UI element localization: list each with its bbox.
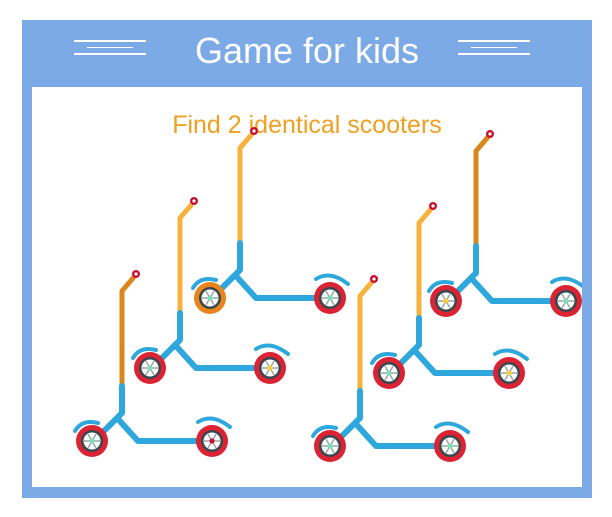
stem [119,275,136,409]
scooter-4[interactable] [427,130,582,317]
front-fender [314,273,350,286]
stem [177,202,194,336]
scooter-1[interactable] [191,127,350,314]
front-wheel [434,430,466,462]
back-wheel [373,357,405,389]
back-fender [131,347,158,360]
scooter-6[interactable] [311,275,470,462]
header-decoration-left [74,40,146,60]
front-wheel [550,285,582,317]
back-wheel [76,425,108,457]
scooter-2[interactable] [131,197,290,384]
stem [237,132,254,266]
back-wheel [314,430,346,462]
back-fender [311,425,338,438]
deck [412,348,506,376]
deck [469,276,563,304]
header-bar: Game for kids [22,20,592,85]
stem [473,135,490,269]
front-fender [254,343,290,356]
deck [353,421,447,449]
front-wheel [254,352,286,384]
header-decoration-right [458,40,530,60]
scooter-3[interactable] [73,270,232,457]
stem [357,280,374,414]
back-wheel [194,282,226,314]
deck [233,273,327,301]
front-wheel [314,282,346,314]
front-fender [196,416,232,429]
game-card: Game for kids Find 2 identical scooters [22,20,592,498]
back-fender [191,277,218,290]
deck [115,416,209,444]
front-wheel [196,425,228,457]
back-fender [370,352,397,365]
back-wheel [430,285,462,317]
front-fender [550,276,582,289]
back-fender [73,420,100,433]
front-wheel [493,357,525,389]
back-fender [427,280,454,293]
instruction-text: Find 2 identical scooters [172,111,442,139]
back-wheel [134,352,166,384]
scooter-5[interactable] [370,202,529,389]
front-fender [434,421,470,434]
stem [416,207,433,341]
game-title: Game for kids [194,30,420,71]
front-fender [493,348,529,361]
deck [173,343,267,371]
scooter-scene [73,127,582,462]
game-panel: Find 2 identical scooters [32,87,582,487]
